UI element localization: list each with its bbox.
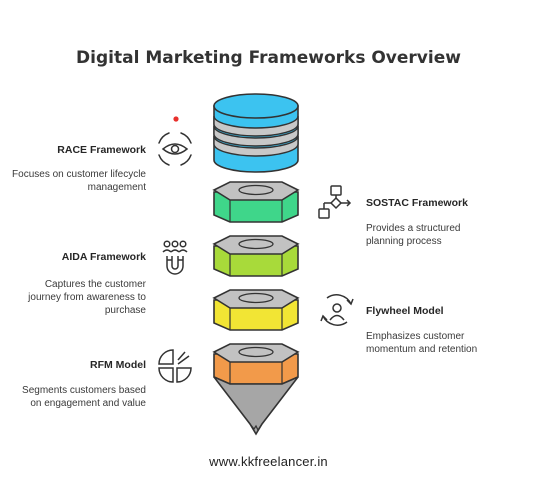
race-disc-1	[213, 115, 299, 137]
audience-magnet-icon	[162, 240, 188, 275]
race-disc-3	[213, 135, 299, 157]
page-title: Digital Marketing Frameworks Overview	[76, 48, 461, 68]
stack-layer-aida	[212, 235, 300, 277]
flywheel-description: Emphasizes customer momentum and retenti…	[366, 331, 478, 355]
footer-url: www.kkfreelancer.in	[209, 454, 328, 469]
flowchart-icon	[318, 185, 352, 219]
rfm-cap	[212, 343, 300, 363]
race-disc-2	[213, 125, 299, 147]
rfm-description: Segments customers based on engagement a…	[22, 385, 146, 409]
flywheel-cap	[212, 289, 300, 309]
pie-chart-icon	[158, 349, 192, 383]
rfm-title: RFM Model	[90, 359, 146, 371]
flywheel-title: Flywheel Model	[366, 305, 444, 317]
sostac-title: SOSTAC Framework	[366, 197, 468, 209]
stack-drill-point	[213, 376, 299, 436]
stack-layer-race	[213, 93, 299, 173]
stack-layer-rfm	[212, 343, 300, 385]
stack-layer-sostac	[212, 181, 300, 223]
stack-layer-flywheel	[212, 289, 300, 331]
sostac-description: Provides a structured planning process	[366, 223, 461, 247]
accent-dot	[173, 116, 179, 122]
race-cylinder-top	[213, 93, 299, 119]
aida-description: Captures the customer journey from aware…	[28, 279, 146, 316]
aida-title: AIDA Framework	[61, 251, 146, 263]
aida-cap	[212, 235, 300, 255]
sostac-cap	[212, 181, 300, 201]
race-title: RACE Framework	[57, 144, 146, 156]
race-description: Focuses on customer lifecycle management	[12, 169, 146, 193]
eye-icon	[158, 132, 192, 166]
person-cycle-icon	[320, 294, 354, 326]
